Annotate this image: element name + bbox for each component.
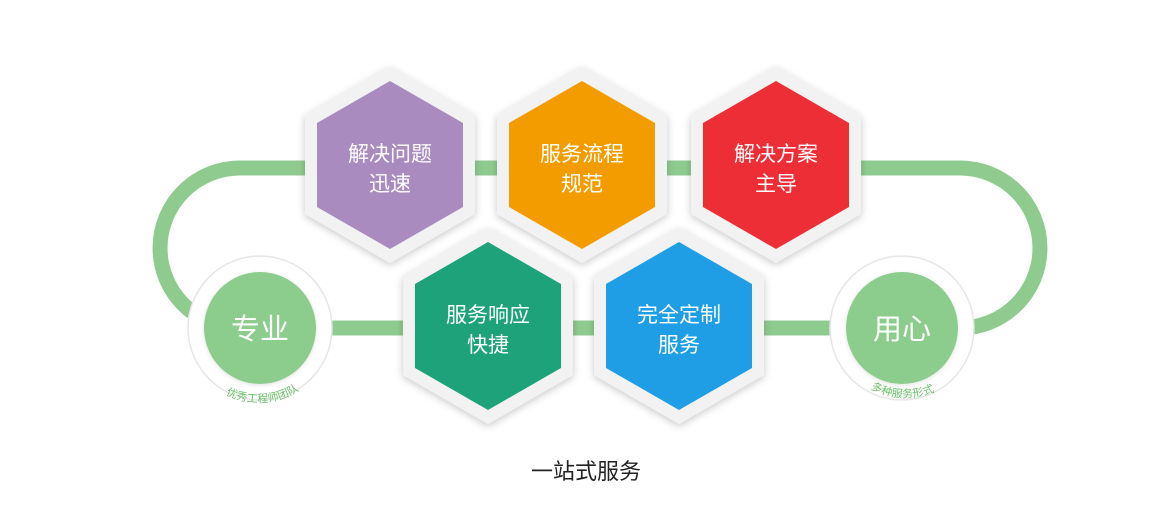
hexagon-solution-lead: 解决方案 主导	[691, 67, 861, 263]
right-circle-fill	[846, 272, 958, 384]
hexagon-fill	[317, 81, 463, 249]
left-circle-fill	[204, 272, 316, 384]
right-circle-node: 用心 多种服务形式	[829, 255, 975, 401]
hexagon-label-line2: 快捷	[467, 333, 509, 357]
hexagon-fill	[606, 242, 752, 410]
hexagon-label-line1: 服务响应	[446, 303, 530, 327]
left-circle-title: 专业	[231, 312, 289, 346]
hexagon-label-line1: 服务流程	[540, 142, 624, 166]
diagram-caption: 一站式服务	[530, 460, 641, 485]
hexagon-label-line2: 主导	[755, 172, 797, 196]
left-circle-node: 专业 优秀工程师团队	[187, 255, 333, 406]
hexagon-label-line2: 规范	[561, 172, 603, 196]
hexagon-label-line1: 完全定制	[637, 303, 721, 327]
right-loop-line	[862, 160, 1048, 336]
hexagon-problem-solving: 解决问题 迅速	[305, 67, 475, 263]
hexagon-fast-response: 服务响应 快捷	[403, 228, 573, 424]
right-circle-title: 用心	[873, 312, 931, 346]
hexagon-label-line2: 服务	[658, 333, 700, 357]
hexagon-custom-service: 完全定制 服务	[594, 228, 764, 424]
hexagon-label-line1: 解决方案	[734, 142, 818, 166]
hexagon-service-process: 服务流程 规范	[497, 67, 667, 263]
hexagon-fill	[703, 81, 849, 249]
hexagon-label-line1: 解决问题	[348, 142, 432, 166]
hexagon-fill	[415, 242, 561, 410]
hexagon-label-line2: 迅速	[369, 172, 411, 196]
hexagon-fill	[509, 81, 655, 249]
